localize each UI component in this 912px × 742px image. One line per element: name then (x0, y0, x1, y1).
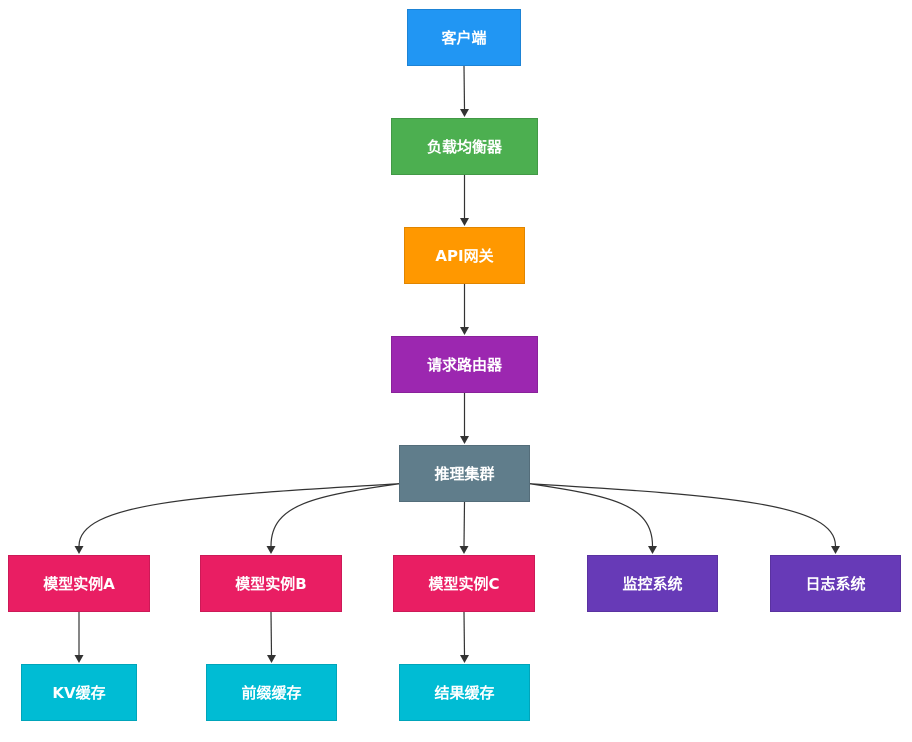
node-model-instance-c: 模型实例C (393, 555, 535, 612)
node-request-router: 请求路由器 (391, 336, 538, 393)
edge-model_b-to-prefix_cache (270, 611, 273, 656)
edge-client-to-lb (463, 65, 466, 110)
node-logging-system: 日志系统 (770, 555, 901, 612)
node-inference-cluster: 推理集群 (399, 445, 530, 502)
node-monitoring-system: 监控系统 (587, 555, 718, 612)
arrowhead-logging (831, 546, 840, 554)
edge-cluster-to-model_b (270, 483, 400, 547)
node-kv-cache: KV缓存 (21, 664, 137, 721)
arrowhead-model_a (74, 546, 84, 554)
edge-cluster-to-logging (529, 483, 837, 547)
arrowhead-prefix_cache (267, 655, 276, 663)
arrowhead-model_c (459, 546, 469, 554)
node-prefix-cache: 前缀缓存 (206, 664, 337, 721)
arrowhead-cluster (460, 436, 469, 444)
arrowhead-monitor (648, 546, 657, 554)
node-api-gateway: API网关 (404, 227, 525, 284)
node-result-cache: 结果缓存 (399, 664, 530, 721)
edge-model_c-to-result_cache (463, 611, 466, 656)
arrowhead-kv_cache (74, 655, 84, 663)
arrowhead-gateway (460, 218, 469, 226)
arrowhead-result_cache (460, 655, 469, 663)
node-model-instance-b: 模型实例B (200, 555, 342, 612)
arrowhead-router (460, 327, 469, 335)
edge-cluster-to-model_a (78, 483, 400, 547)
arrowhead-lb (460, 109, 469, 117)
edge-cluster-to-model_c (463, 501, 466, 547)
node-client: 客户端 (407, 9, 521, 66)
node-model-instance-a: 模型实例A (8, 555, 150, 612)
node-load-balancer: 负载均衡器 (391, 118, 538, 175)
edge-cluster-to-monitor (529, 483, 654, 547)
arrowhead-model_b (266, 546, 276, 554)
